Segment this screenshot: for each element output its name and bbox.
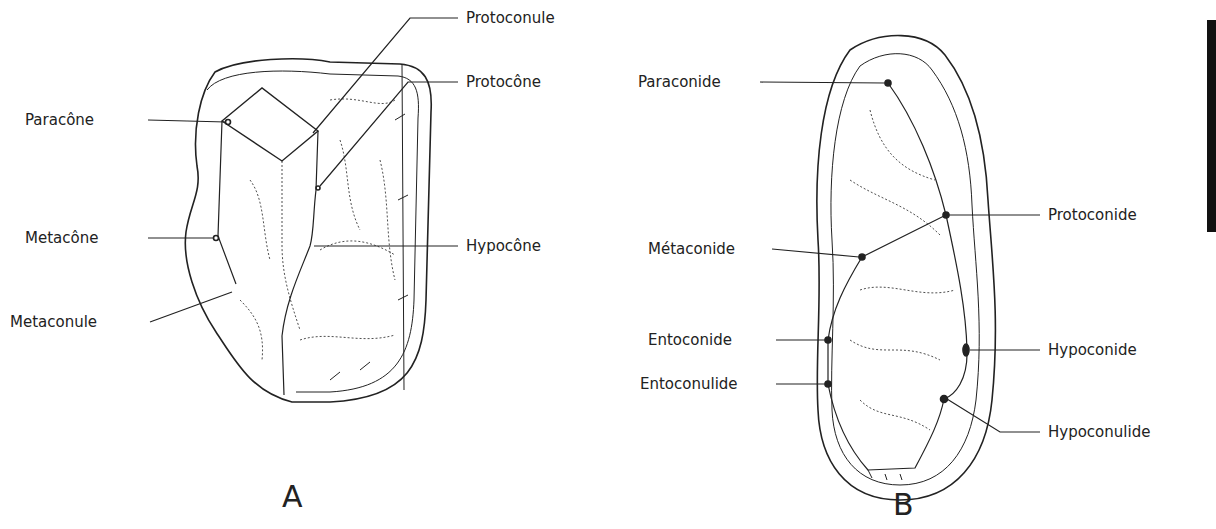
cusp-label: Paracône [25,111,94,129]
cusp-label: Hypocône [466,237,541,255]
scale-bar [1207,20,1216,232]
cusp-label: Protoconule [466,9,555,27]
panel-letter: B [893,488,914,522]
cusp-label: Metaconule [10,313,97,331]
cusp-label: Protoconide [1048,206,1137,224]
cusp-label: Métaconide [648,240,735,258]
upper-molar [185,59,431,402]
cusp-label: Hypoconide [1048,341,1137,359]
cusp-label: Entoconide [648,331,732,349]
panel-letter: A [282,480,303,514]
cusp-label: Paraconide [638,73,721,91]
cusp-label: Metacône [25,229,98,247]
cusp-label: Hypoconulide [1048,423,1150,441]
lower-molar [817,36,996,500]
cusp-label: Entoconulide [640,375,738,393]
leader-lines [148,18,1040,432]
cusp-label: Protocône [466,73,541,91]
